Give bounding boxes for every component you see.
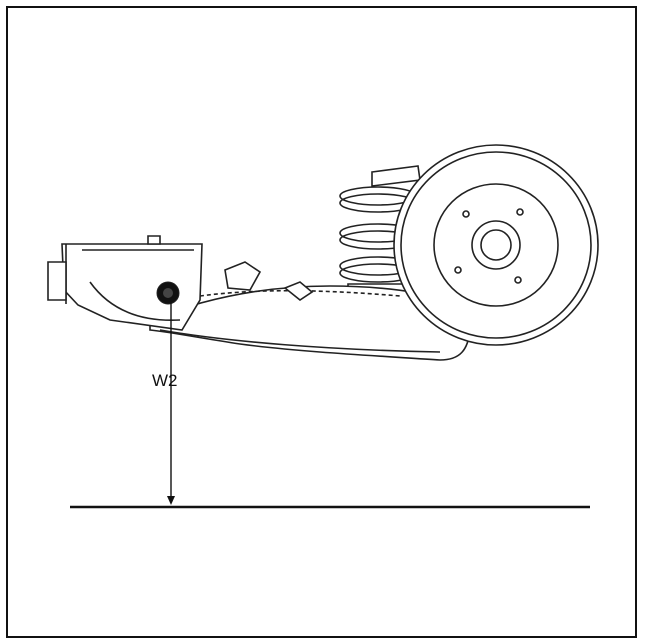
- w2-arrowhead: [167, 496, 175, 505]
- bushing-core: [163, 288, 173, 298]
- axle-bracket: [47, 235, 203, 331]
- trailing-arm: [149, 261, 471, 361]
- brake-drum: [393, 144, 599, 346]
- w2-dimension: [167, 300, 175, 505]
- w2-label: W2: [152, 371, 178, 390]
